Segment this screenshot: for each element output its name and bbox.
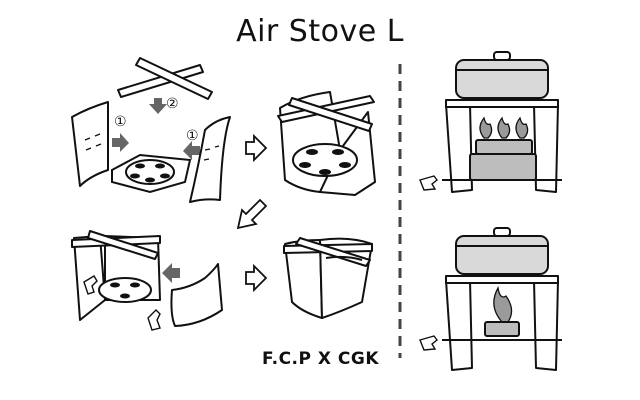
side-panel-left [71,101,109,187]
pot-icon [455,51,549,99]
stove-with-fuel-can [419,227,562,371]
base-plate [111,153,192,194]
wind-panel [170,263,223,327]
step-number-1-left: ① [114,114,127,130]
pot-icon [455,227,549,275]
partial-assembly [71,230,161,321]
assembled-frame [277,91,376,196]
left-arrow-icon [162,263,180,283]
complete-stove [283,237,373,319]
hand-pointer-icon [419,335,438,351]
hand-pointer-icon [419,175,438,191]
step-number-2: ② [166,96,179,112]
step-arrow-right-1 [245,133,268,163]
flame-icon [493,286,513,323]
brand-label: F.C.P X CGK [262,349,380,369]
left-arrow-icon [183,141,200,160]
burner-icon [469,139,537,181]
diagram-title: Air Stove L [236,14,404,49]
down-arrow-icon [149,98,167,114]
side-panel-right [189,116,231,203]
stove-with-burner [419,51,562,193]
hand-pointer-icon [83,275,161,331]
right-arrow-icon [112,133,129,152]
step-number-1-right: ① [186,128,199,144]
step-arrow-right-2 [245,263,268,293]
fuel-can-icon [484,321,520,337]
flame-icon [479,116,529,139]
cross-bar-parts [117,57,213,100]
step-arrow-down-left [236,198,268,230]
